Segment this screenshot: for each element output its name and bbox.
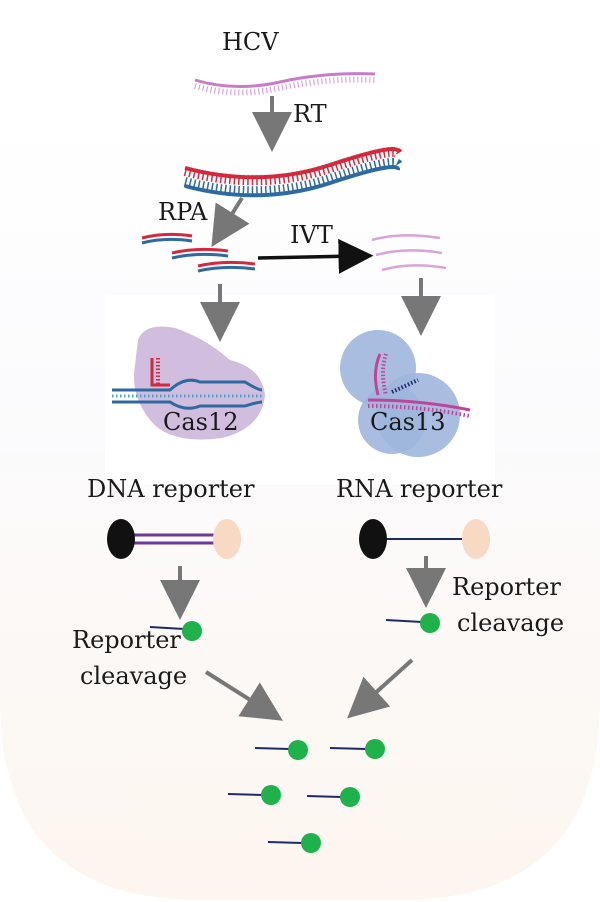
cleaved-reporter-icon — [254, 740, 308, 760]
amplicon-icon — [141, 232, 256, 273]
ivt-label: IVT — [290, 221, 333, 249]
cas12-label: Cas12 — [163, 408, 239, 436]
rna-reporter-icon — [359, 519, 490, 559]
hcv-label: HCV — [222, 28, 279, 56]
rpa-arrow — [211, 196, 250, 247]
quencher-icon — [107, 519, 135, 559]
fluorophore-icon — [213, 519, 241, 559]
dsdna-icon — [183, 147, 403, 198]
reporter-cleavage-left-line2: cleavage — [80, 662, 187, 690]
cleaved-reporter-icon — [329, 739, 385, 759]
ivt-arrow — [257, 238, 374, 274]
transcribed-rna-icon — [371, 234, 447, 272]
reporter-cleavage-right-line2: cleavage — [457, 609, 564, 637]
reporter-cleavage-right-line1: Reporter — [452, 573, 561, 601]
quencher-icon — [359, 519, 387, 559]
rna-strand-icon — [194, 72, 376, 96]
cleaved-reporter-icon — [385, 613, 440, 633]
dna-reporter-icon — [107, 519, 241, 559]
cas12-complex-icon — [112, 326, 265, 440]
reporter-cleavage-left-line1: Reporter — [72, 626, 181, 654]
cleaved-reporter-icon — [227, 785, 281, 805]
cas13-complex-icon — [340, 330, 471, 457]
fluorophore-icon — [462, 519, 490, 559]
cleaved-reporter-icon — [267, 833, 321, 853]
converge-arrow-right — [347, 658, 414, 719]
cleaved-reporter-icon — [149, 621, 202, 641]
rpa-label: RPA — [158, 198, 208, 226]
dna-reporter-label: DNA reporter — [87, 475, 255, 503]
converge-arrow-left — [204, 670, 283, 721]
fluorescence-signal-cluster — [227, 739, 385, 853]
rna-reporter-label: RNA reporter — [336, 475, 503, 503]
rt-label: RT — [293, 100, 327, 128]
cas13-label: Cas13 — [370, 408, 446, 436]
cleaved-reporter-icon — [306, 787, 360, 807]
